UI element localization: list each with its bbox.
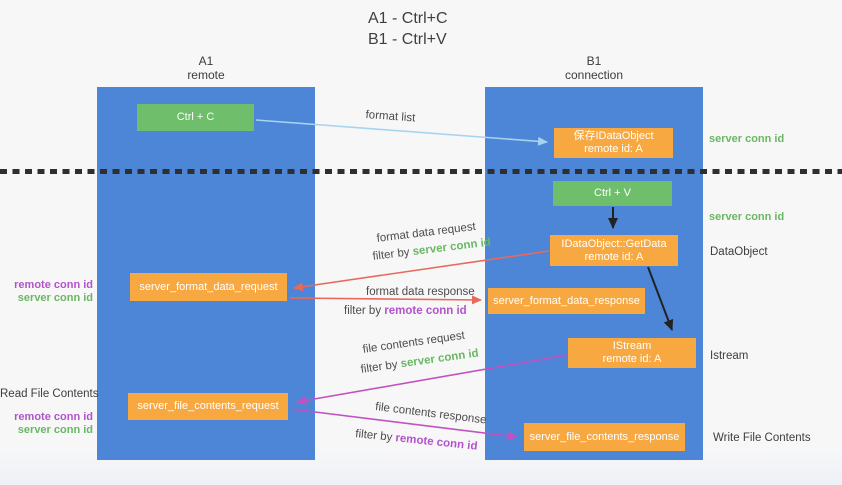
node-server-file-contents-response-label: server_file_contents_response (529, 430, 680, 443)
side-label-server-conn-id-mid: server conn id (709, 211, 785, 223)
side-label-server-conn-id-2: server conn id (17, 424, 93, 436)
title-line-2: B1 - Ctrl+V (368, 31, 447, 48)
side-label-remote-conn-id-2: remote conn id (14, 411, 93, 423)
node-server-format-data-response: server_format_data_response (488, 288, 645, 314)
diagram-title: A1 - Ctrl+C B1 - Ctrl+V (368, 8, 448, 50)
node-ctrl-v-label: Ctrl + V (594, 187, 631, 199)
node-server-format-data-response-label: server_format_data_response (493, 294, 640, 307)
lane-b1-role: connection (564, 68, 624, 82)
server-conn-id-text: server conn id (411, 236, 492, 259)
edge-label-filter-remote-conn-id-1: filter by remote conn id (344, 305, 467, 317)
side-label-istream: Istream (710, 350, 749, 362)
edge-label-format-data-response: format data response (366, 286, 475, 298)
node-save-idataobject: 保存IDataObject remote id: A (554, 128, 673, 158)
remote-conn-id-text: remote conn id (394, 432, 479, 453)
side-label-server-conn-id-1: server conn id (17, 292, 93, 304)
node-ctrl-c: Ctrl + C (137, 104, 254, 131)
server-conn-id-text: server conn id (399, 347, 480, 371)
lane-b1-name: B1 (586, 54, 602, 68)
node-istream-line1: IStream (612, 340, 652, 352)
node-server-file-contents-request: server_file_contents_request (128, 393, 288, 420)
edge-label-filter-remote-conn-id-2: filter by remote conn id (355, 428, 478, 453)
filter-by-text: filter by (354, 428, 393, 444)
node-ctrl-c-label: Ctrl + C (176, 111, 215, 123)
side-label-dataobject: DataObject (710, 246, 768, 258)
node-idataobject-getdata-line2: remote id: A (584, 250, 644, 263)
lane-a1-name: A1 (198, 54, 214, 68)
side-label-write-file-contents: Write File Contents (713, 432, 811, 444)
edge-label-file-contents-response: file contents response (374, 401, 488, 427)
side-label-remote-conn-id-1: remote conn id (14, 279, 93, 291)
filter-by-text: filter by (360, 358, 399, 376)
session-divider-dotted-line (0, 169, 842, 174)
node-server-file-contents-response: server_file_contents_response (524, 423, 685, 451)
node-idataobject-getdata: IDataObject::GetData remote id: A (550, 235, 678, 266)
node-server-format-data-request-label: server_format_data_request (139, 280, 278, 293)
node-server-file-contents-request-label: server_file_contents_request (137, 400, 279, 412)
node-idataobject-getdata-line1: IDataObject::GetData (561, 237, 667, 250)
edge-label-format-list: format list (365, 109, 416, 125)
node-save-idataobject-line1: 保存IDataObject (573, 130, 654, 142)
node-server-format-data-request: server_format_data_request (130, 273, 287, 301)
arrow-format-data-response (289, 295, 482, 305)
side-label-server-conn-id-top: server conn id (709, 133, 785, 145)
remote-conn-id-text: remote conn id (384, 305, 467, 317)
lane-a1-role: remote (187, 68, 225, 82)
node-ctrl-v: Ctrl + V (553, 181, 672, 206)
lane-b1-header: B1 connection (485, 54, 703, 82)
node-save-idataobject-line2: remote id: A (584, 143, 643, 155)
filter-by-text: filter by (344, 305, 382, 317)
lane-a1-header: A1 remote (97, 54, 315, 82)
side-label-read-file-contents: Read File Contents (0, 388, 99, 400)
node-istream: IStream remote id: A (568, 338, 696, 368)
title-line-1: A1 - Ctrl+C (368, 10, 448, 27)
node-istream-line2: remote id: A (602, 353, 662, 365)
filter-by-text: filter by (372, 246, 411, 263)
